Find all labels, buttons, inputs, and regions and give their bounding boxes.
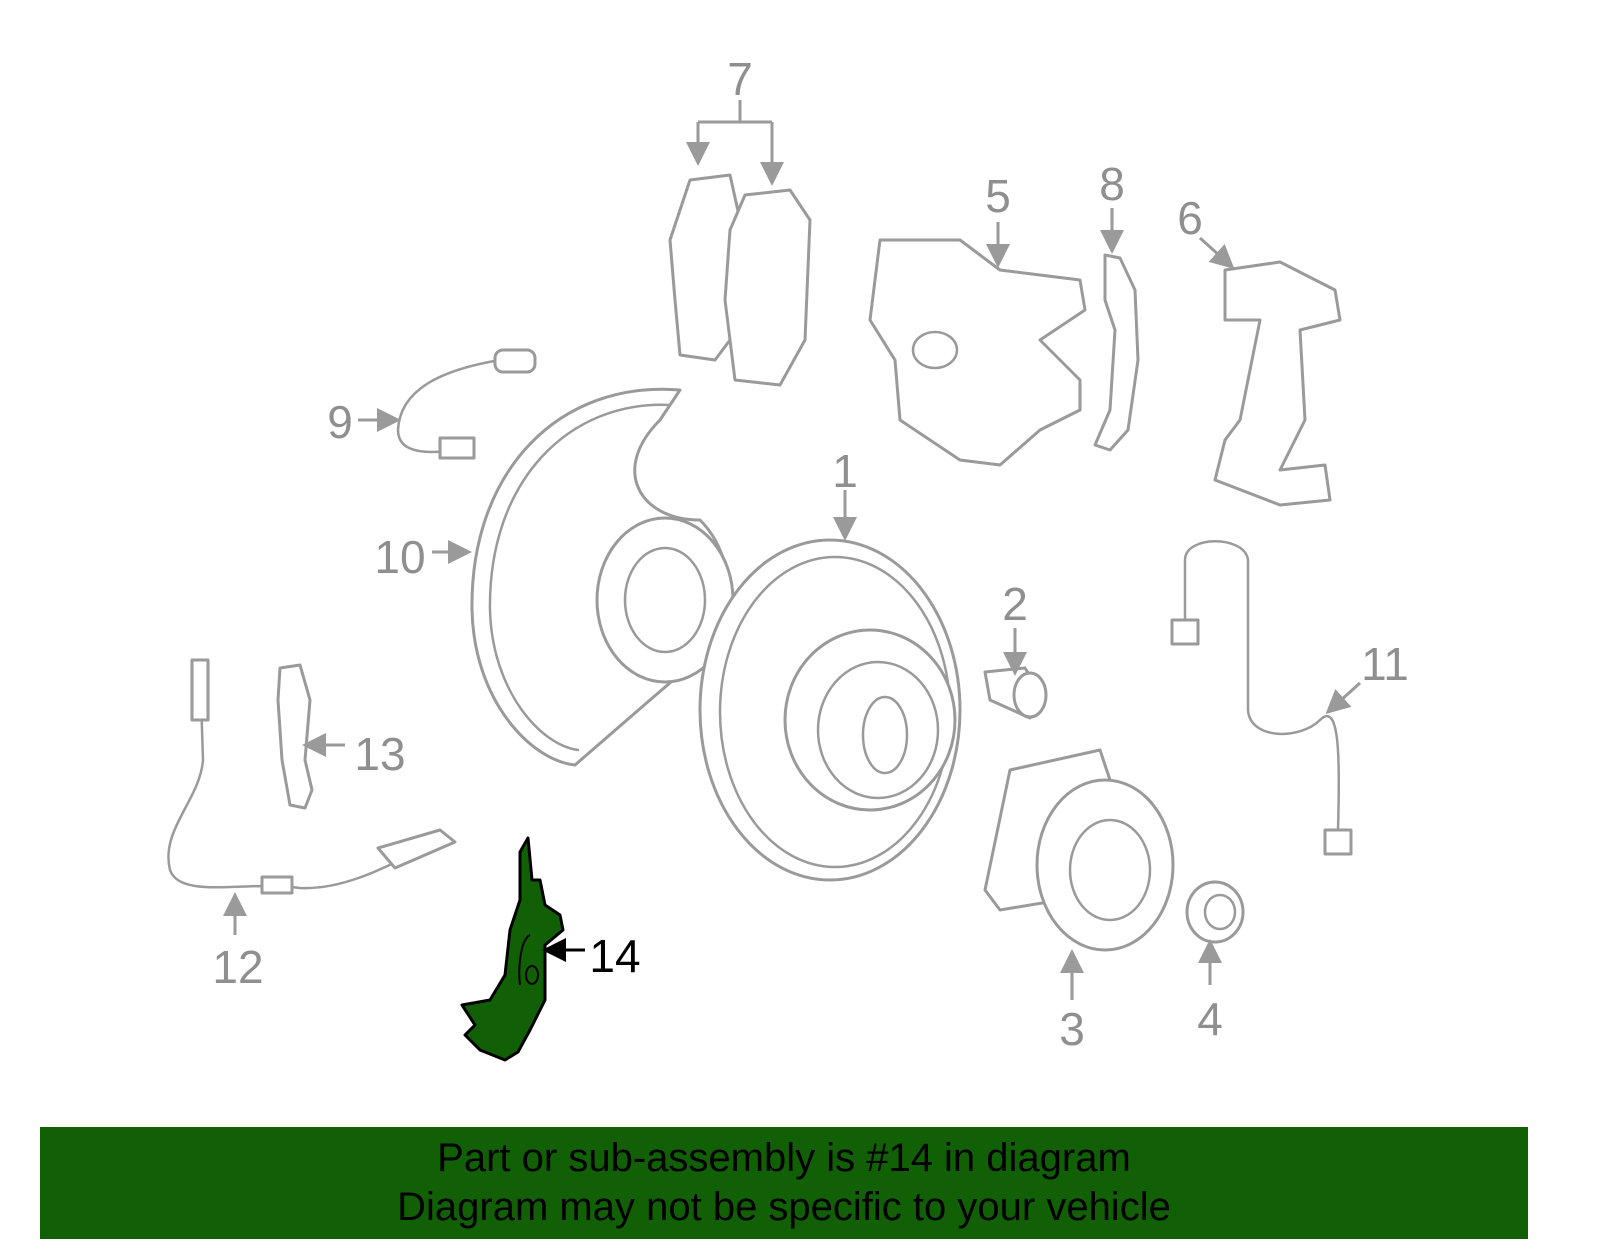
banner-line-1: Part or sub-assembly is #14 in diagram xyxy=(437,1136,1131,1180)
banner-line-2: Diagram may not be specific to your vehi… xyxy=(397,1185,1171,1229)
part-2-bushing[interactable] xyxy=(983,666,1048,720)
callout-3: 3 xyxy=(1059,1003,1085,1055)
callout-14: 14 xyxy=(589,930,640,982)
part-9-wear-sensor[interactable] xyxy=(396,348,537,460)
callout-10: 10 xyxy=(374,531,425,583)
part-5-brake-caliper[interactable] xyxy=(868,238,1087,467)
part-13-sensor-clip[interactable] xyxy=(276,663,314,810)
callout-7: 7 xyxy=(727,53,753,105)
part-1-brake-rotor[interactable] xyxy=(698,538,962,882)
part-7-brake-pads[interactable] xyxy=(668,173,812,387)
callout-1: 1 xyxy=(832,445,858,497)
callout-8: 8 xyxy=(1099,158,1125,210)
callout-4: 4 xyxy=(1197,993,1223,1045)
part-10-dust-shield[interactable] xyxy=(470,387,735,767)
callout-2: 2 xyxy=(1002,578,1028,630)
part-6-caliper-bracket[interactable] xyxy=(1213,260,1342,507)
callout-5: 5 xyxy=(985,170,1011,222)
callout-6: 6 xyxy=(1177,192,1203,244)
callout-arrows xyxy=(223,100,1362,1000)
part-8-caliper-clip[interactable] xyxy=(1093,253,1140,452)
part-12-abs-sensor[interactable] xyxy=(167,658,457,895)
part-3-wheel-hub[interactable] xyxy=(983,748,1175,952)
part-4-axle-nut[interactable] xyxy=(1185,880,1245,944)
callout-13: 13 xyxy=(354,728,405,780)
part-14-highlighted-bracket[interactable] xyxy=(460,836,565,1062)
info-banner: Part or sub-assembly is #14 in diagram D… xyxy=(40,1127,1528,1239)
callout-9: 9 xyxy=(327,396,353,448)
callout-11: 11 xyxy=(1361,638,1409,690)
part-11-brake-hose[interactable] xyxy=(1170,540,1353,856)
callout-12: 12 xyxy=(212,941,263,993)
